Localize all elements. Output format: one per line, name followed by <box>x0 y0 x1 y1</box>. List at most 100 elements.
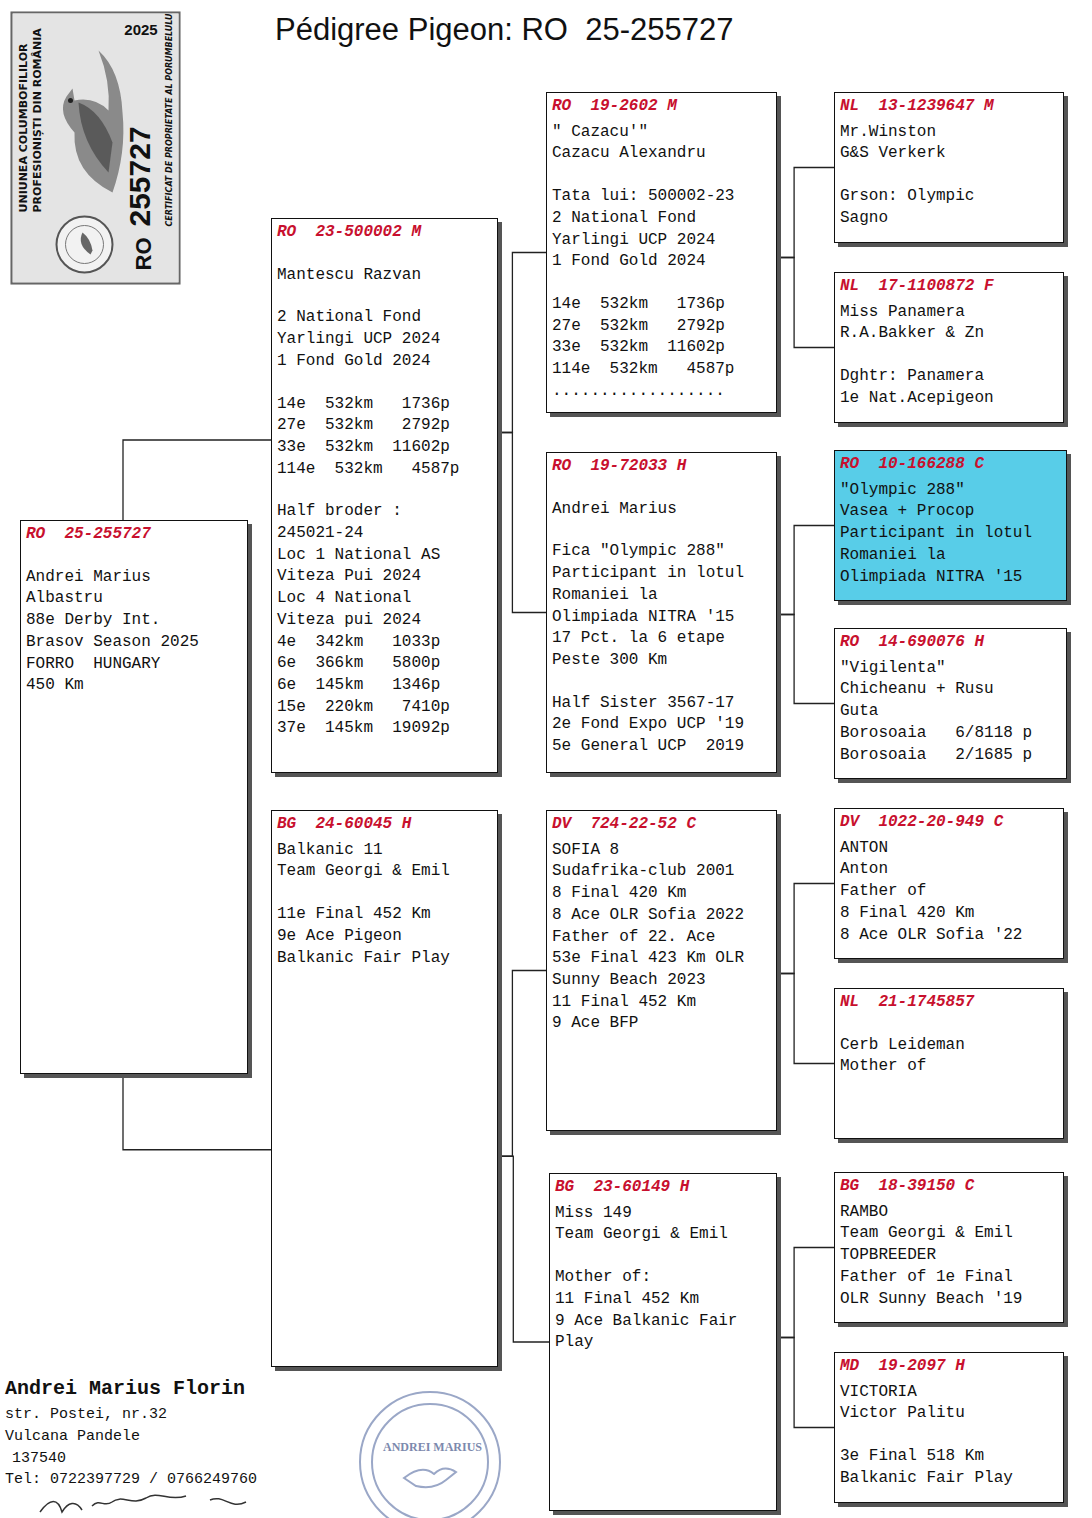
pedigree-line: Tata lui: 500002-23 <box>552 186 772 208</box>
pedigree-line: Yarlingi UCP 2024 <box>277 329 493 351</box>
ring-number: BG 18-39150 C <box>840 1176 1059 1198</box>
pedigree-line: " Cazacu'" <box>552 122 772 144</box>
ring-number: RO 10-166288 C <box>840 454 1062 476</box>
pedigree-line: 6e 145km 1346p <box>277 675 493 697</box>
ownership-card: UNIUNEA COLUMBOFILILORPROFESIONIȘTI DIN … <box>11 12 181 285</box>
pedigree-line: Participant in lotul <box>552 563 772 585</box>
ring-number: RO 14-690076 H <box>840 632 1062 654</box>
pedigree-line: Loc 4 National <box>277 588 493 610</box>
pedigree-line: Loc 1 National AS <box>277 545 493 567</box>
pedigree-line: TOPBREEDER <box>840 1245 1059 1267</box>
pedigree-line: 9 Ace BFP <box>552 1013 772 1035</box>
pedigree-box: NL 17-1100872 FMiss PanameraR.A.Bakker &… <box>834 272 1064 423</box>
pedigree-line: 5e General UCP 2019 <box>552 736 772 758</box>
pedigree-line: Cazacu Alexandru <box>552 143 772 165</box>
stamp-pigeon <box>404 1468 456 1487</box>
ring-number: NL 17-1100872 F <box>840 276 1059 298</box>
pedigree-line: Father of 22. Ace <box>552 927 772 949</box>
pedigree-line: 2 National Fond <box>277 307 493 329</box>
pedigree-box: DV 1022-20-949 CANTONAntonFather of8 Fin… <box>834 808 1064 959</box>
pedigree-connector <box>123 1074 271 1150</box>
owner-address: 137540 <box>12 1450 66 1467</box>
pedigree-line: Balkanic Fair Play <box>840 1468 1059 1490</box>
card-pigeon-eye <box>68 98 73 103</box>
pedigree-line: 8 Ace OLR Sofia '22 <box>840 925 1059 947</box>
pedigree-box: NL 13-1239647 MMr.WinstonG&S VerkerkGrso… <box>834 92 1064 243</box>
pedigree-connector <box>777 526 834 615</box>
pedigree-line: .................. <box>552 381 772 403</box>
pedigree-line: Cerb Leideman <box>840 1035 1059 1057</box>
ring-number: BG 23-60149 H <box>555 1177 772 1199</box>
pedigree-line: 6e 366km 5800p <box>277 653 493 675</box>
pedigree-box: NL 21-1745857Cerb LeidemanMother of <box>834 988 1064 1139</box>
pedigree-line: "Olympic 288" <box>840 480 1062 502</box>
pedigree-box: RO 19-72033 HAndrei MariusFica "Olympic … <box>546 452 777 773</box>
pedigree-line: 88e Derby Int. <box>26 610 243 632</box>
pedigree-line: Sudafrika-club 2001 <box>552 861 772 883</box>
pedigree-line: Brasov Season 2025 <box>26 632 243 654</box>
pedigree-line: Team Georgi & Emil <box>277 861 493 883</box>
pedigree-line: 17 Pct. la 6 etape <box>552 628 772 650</box>
pedigree-line: Mother of: <box>555 1267 772 1289</box>
pedigree-connector <box>498 1156 549 1342</box>
pedigree-line: Play <box>555 1332 772 1354</box>
pedigree-line: Anton <box>840 859 1059 881</box>
pedigree-line: Olimpiada NITRA '15 <box>552 607 772 629</box>
ring-number: RO 19-2602 M <box>552 96 772 118</box>
card-pigeon-wing <box>79 103 113 173</box>
pedigree-line: 2e Fond Expo UCP '19 <box>552 714 772 736</box>
pedigree-box: BG 24-60045 HBalkanic 11Team Georgi & Em… <box>271 810 498 1367</box>
pedigree-connector <box>498 433 546 613</box>
pedigree-line: 11 Final 452 Km <box>552 992 772 1014</box>
pedigree-line: 33e 532km 11602p <box>552 337 772 359</box>
pedigree-line: 450 Km <box>26 675 243 697</box>
pedigree-line: Andrei Marius <box>552 499 772 521</box>
pedigree-line: Participant in lotul <box>840 523 1062 545</box>
pedigree-connector <box>498 971 546 1157</box>
pedigree-line: SOFIA 8 <box>552 840 772 862</box>
pedigree-connector <box>777 884 834 974</box>
owner-address: Vulcana Pandele <box>5 1428 140 1445</box>
owner-name: Andrei Marius Florin <box>5 1377 245 1400</box>
card-emblem-inner <box>66 226 104 264</box>
pedigree-connector <box>777 615 834 704</box>
stamp-inner-ring <box>372 1404 488 1518</box>
pedigree-line: Mantescu Razvan <box>277 265 493 287</box>
pedigree-line: 2 National Fond <box>552 208 772 230</box>
pedigree-line: 1 Fond Gold 2024 <box>277 351 493 373</box>
pedigree-line: 3e Final 518 Km <box>840 1446 1059 1468</box>
pedigree-connector <box>777 1338 834 1428</box>
card-ring-number: 255727 <box>123 126 157 226</box>
pedigree-line: Team Georgi & Emil <box>555 1224 772 1246</box>
pedigree-line: Romaniei la <box>840 545 1062 567</box>
pedigree-line: 1e Nat.Acepigeon <box>840 388 1059 410</box>
pedigree-line: Miss Panamera <box>840 302 1059 324</box>
pedigree-line: Peste 300 Km <box>552 650 772 672</box>
pedigree-line: Guta <box>840 701 1062 723</box>
card-pigeon <box>63 51 123 193</box>
card-country: RO <box>131 238 157 271</box>
stamp-text: ANDREI MARIUS <box>383 1440 482 1455</box>
pedigree-line: RAMBO <box>840 1202 1059 1224</box>
pedigree-line: 14e 532km 1736p <box>552 294 772 316</box>
card-emblem <box>57 217 113 273</box>
ring-number: RO 19-72033 H <box>552 456 772 478</box>
pedigree-line: ANTON <box>840 838 1059 860</box>
pedigree-line: Sunny Beach 2023 <box>552 970 772 992</box>
pedigree-connector <box>777 258 834 348</box>
ring-number: MD 19-2097 H <box>840 1356 1059 1378</box>
pedigree-line: 27e 532km 2792p <box>552 316 772 338</box>
ring-number: BG 24-60045 H <box>277 814 493 836</box>
pedigree-line: 37e 145km 19092p <box>277 718 493 740</box>
pedigree-line: Olimpiada NITRA '15 <box>840 567 1062 589</box>
pedigree-line: Andrei Marius <box>26 567 243 589</box>
card-year: 2025 <box>124 21 157 38</box>
pedigree-line: 15e 220km 7410p <box>277 697 493 719</box>
card-emblem-bird <box>81 233 93 255</box>
pedigree-line: 11e Final 452 Km <box>277 904 493 926</box>
pedigree-line: 8 Ace OLR Sofia 2022 <box>552 905 772 927</box>
pedigree-line: Vasea + Procop <box>840 501 1062 523</box>
pedigree-line: 245021-24 <box>277 523 493 545</box>
pedigree-line: 8 Final 420 Km <box>552 883 772 905</box>
pedigree-line: Team Georgi & Emil <box>840 1223 1059 1245</box>
